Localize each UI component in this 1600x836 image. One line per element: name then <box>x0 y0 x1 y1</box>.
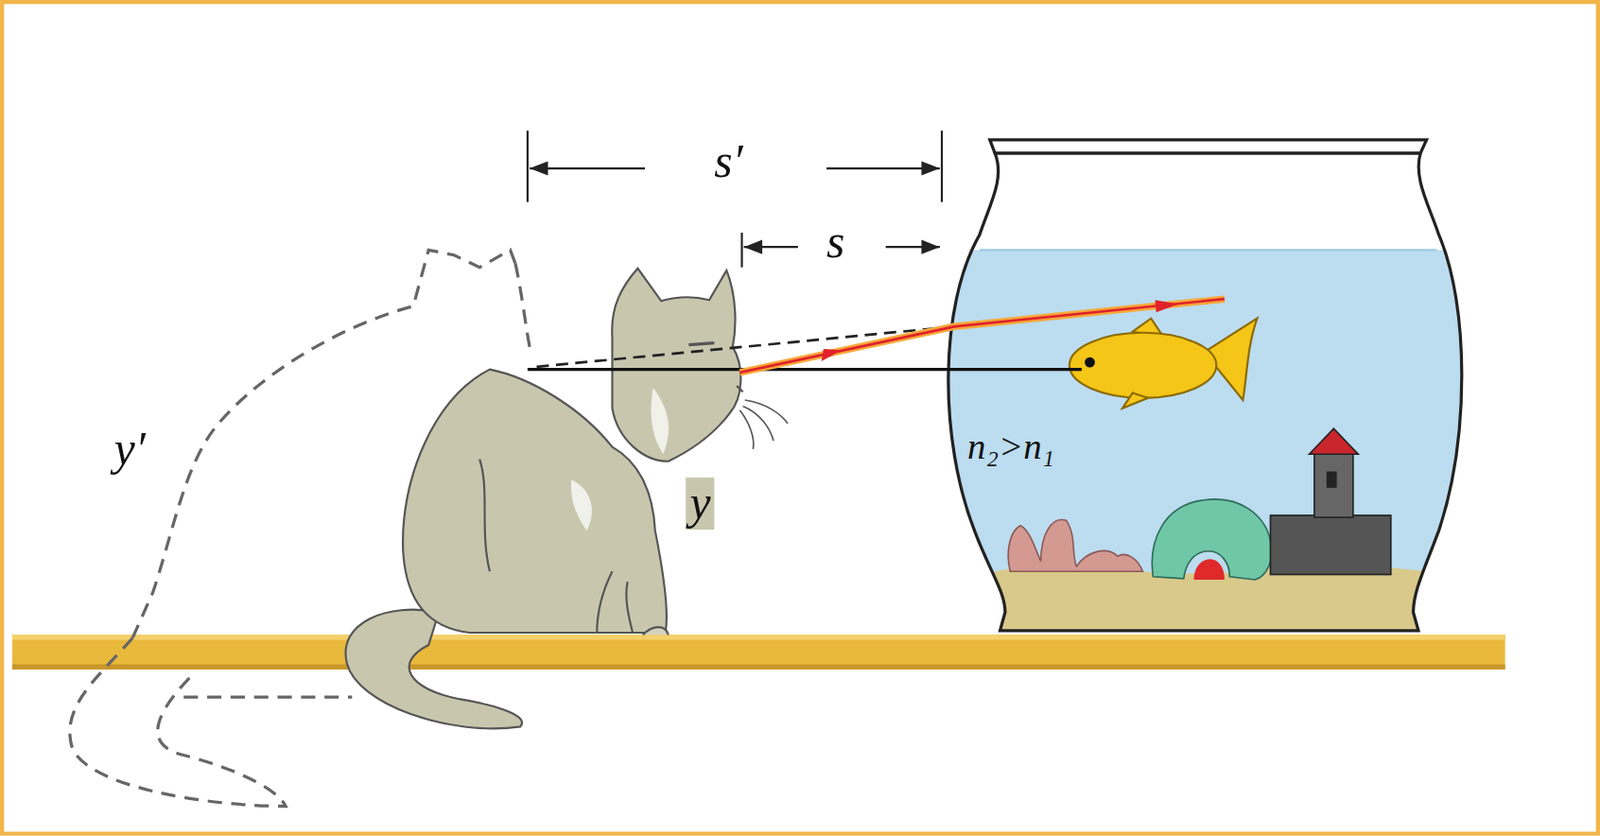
fish-bowl <box>918 139 1490 639</box>
index-relation-label: n₂>n₁ <box>967 426 1055 468</box>
goldfish <box>1069 318 1258 409</box>
image-height-label: y′ <box>114 423 146 476</box>
dimension-label: s′ <box>713 136 743 189</box>
dimension-label: s <box>826 216 845 269</box>
cat <box>346 268 789 730</box>
object-height-label: y <box>685 477 715 530</box>
